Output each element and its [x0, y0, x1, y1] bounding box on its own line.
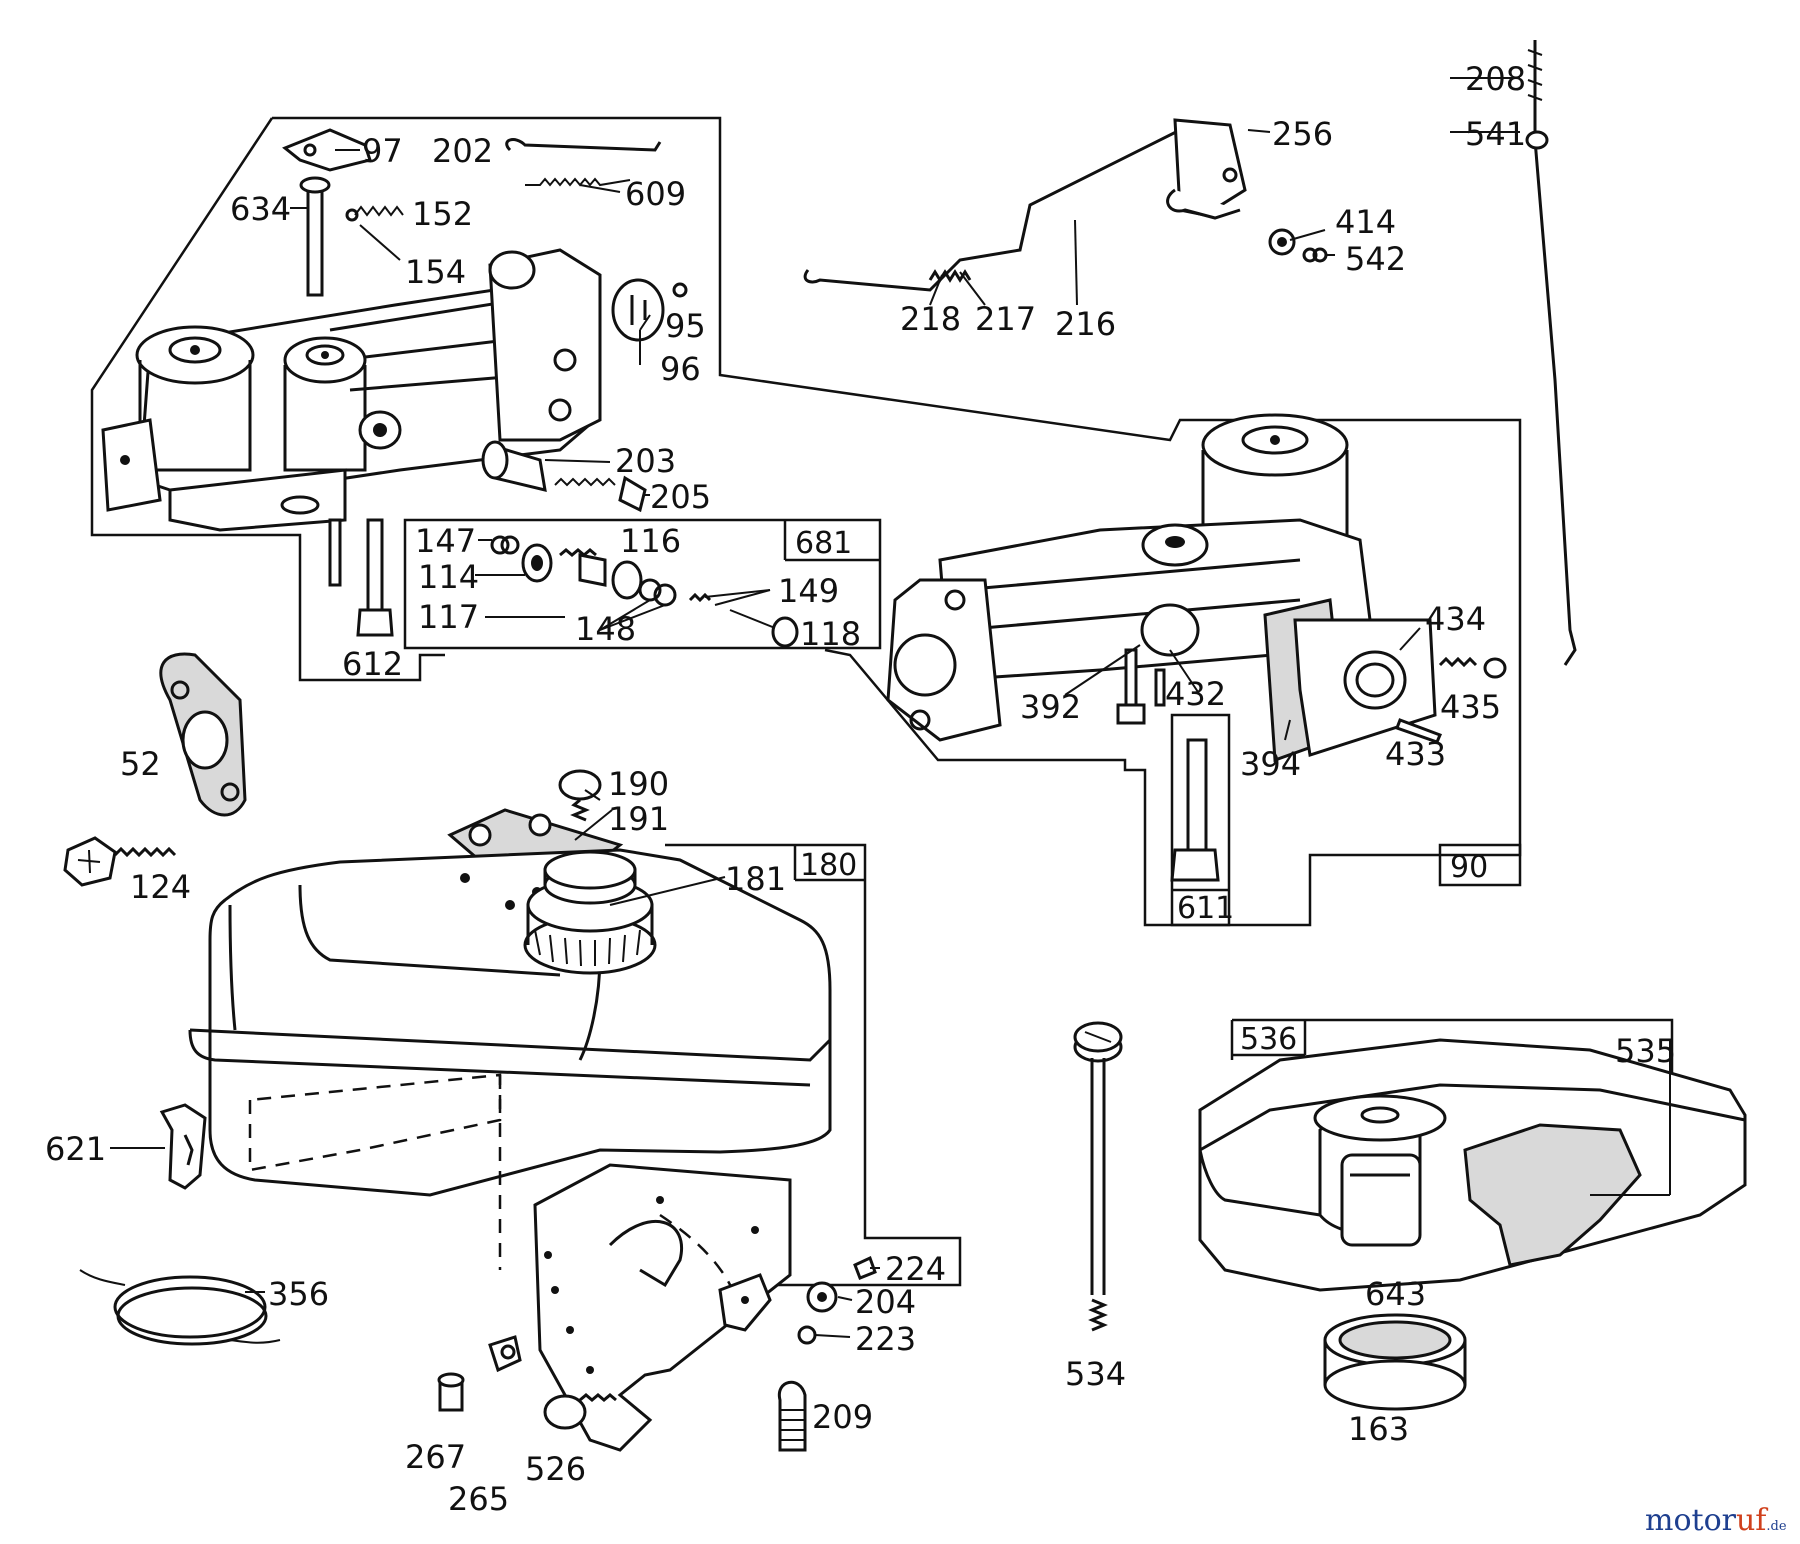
label-202: 202	[432, 132, 493, 170]
frame-kit-681	[403, 518, 882, 650]
frame-carburetor-upper	[272, 116, 1522, 927]
label-634: 634	[230, 190, 291, 228]
label-97: 97	[362, 132, 403, 170]
air-cleaner-drawing	[1198, 1038, 1747, 1411]
label-96: 96	[660, 350, 701, 388]
label-190: 190	[608, 765, 669, 803]
label-434: 434	[1425, 600, 1486, 638]
oil-plug-534-drawing	[1073, 1021, 1123, 1332]
o-ring-356-drawing	[79, 1269, 281, 1346]
label-217: 217	[975, 300, 1036, 338]
watermark-suffix: .de	[1766, 1519, 1786, 1534]
label-256: 256	[1272, 115, 1333, 153]
label-394: 394	[1240, 745, 1301, 783]
label-356: 356	[268, 1275, 329, 1313]
label-265: 265	[448, 1480, 509, 1518]
label-414: 414	[1335, 203, 1396, 241]
label-154: 154	[405, 253, 466, 291]
label-116: 116	[620, 522, 681, 560]
linkage-drawing	[803, 118, 1328, 292]
label-611: 611	[1177, 891, 1234, 926]
label-114: 114	[418, 558, 479, 596]
label-163: 163	[1348, 1410, 1409, 1448]
label-204: 204	[855, 1283, 916, 1321]
frame-box-90	[1438, 843, 1522, 887]
label-124: 124	[130, 868, 191, 906]
label-224: 224	[885, 1250, 946, 1288]
label-433: 433	[1385, 735, 1446, 773]
label-392: 392	[1020, 688, 1081, 726]
label-432: 432	[1165, 675, 1226, 713]
label-181: 181	[725, 860, 786, 898]
label-208: 208	[1465, 60, 1526, 98]
label-223: 223	[855, 1320, 916, 1358]
label-191: 191	[608, 800, 669, 838]
label-621: 621	[45, 1130, 106, 1168]
label-536: 536	[1240, 1022, 1297, 1057]
label-118: 118	[800, 615, 861, 653]
frame-box-611	[1170, 713, 1231, 927]
dipstick-drawing	[1525, 40, 1577, 666]
label-95: 95	[665, 307, 706, 345]
carburetor-upper-drawing	[101, 128, 688, 637]
svg-text:motoruf.de: motoruf.de	[1645, 1503, 1787, 1538]
label-541: 541	[1465, 115, 1526, 153]
watermark-logo: motoruf.de	[1645, 1503, 1787, 1538]
label-542: 542	[1345, 240, 1406, 278]
kit-681-parts	[490, 535, 799, 648]
label-149: 149	[778, 572, 839, 610]
carburetor-right-drawing	[886, 413, 1507, 882]
label-612: 612	[342, 645, 403, 683]
label-52: 52	[120, 745, 161, 783]
label-209: 209	[812, 1398, 873, 1436]
label-152: 152	[412, 195, 473, 233]
label-148: 148	[575, 610, 636, 648]
label-117: 117	[418, 598, 479, 636]
bracket-small-parts	[437, 1255, 877, 1452]
part-labels: 97 202 609 634 152 154 95 96 203 205 681…	[45, 60, 1676, 1518]
label-609: 609	[625, 175, 686, 213]
label-205: 205	[650, 478, 711, 516]
label-147: 147	[415, 522, 476, 560]
watermark-part1: motor	[1645, 1503, 1737, 1538]
label-535: 535	[1615, 1032, 1676, 1070]
bolt-124-drawing	[63, 836, 177, 887]
label-218: 218	[900, 300, 961, 338]
fuel-tank-drawing	[159, 769, 832, 1270]
label-90: 90	[1450, 850, 1488, 885]
watermark-part2: uf	[1736, 1503, 1768, 1538]
label-526: 526	[525, 1450, 586, 1488]
label-180: 180	[800, 848, 857, 883]
label-643: 643	[1365, 1275, 1426, 1313]
label-216: 216	[1055, 305, 1116, 343]
label-681: 681	[795, 526, 852, 561]
label-203: 203	[615, 442, 676, 480]
leader-lines	[110, 77, 1671, 1338]
label-435: 435	[1440, 688, 1501, 726]
tank-bracket-drawing	[533, 1163, 792, 1452]
gasket-52-drawing	[159, 652, 247, 817]
frame-carburetor-left	[90, 117, 445, 682]
label-534: 534	[1065, 1355, 1126, 1393]
label-267: 267	[405, 1438, 466, 1476]
frame-tank-180	[665, 843, 962, 1287]
